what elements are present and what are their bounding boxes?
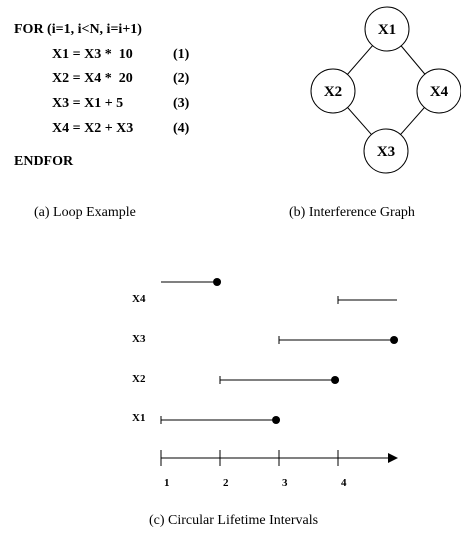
interval-x2-seg1-end-dot: [331, 376, 340, 384]
node-x4: [416, 68, 461, 114]
statement-3-text: X3 = X1 + 5: [52, 96, 124, 111]
statement-4-number: (4): [173, 121, 190, 136]
row-label-x2: X2: [132, 373, 146, 385]
node-label-x2: X2: [324, 84, 342, 100]
axis-tick-label-2: 2: [223, 477, 229, 489]
node-x2: [310, 68, 356, 114]
interval-x1-seg1-end-dot: [272, 416, 281, 424]
row-label-x4: X4: [132, 293, 146, 305]
node-label-x1: X1: [378, 22, 396, 38]
node-label-x3: X3: [377, 144, 395, 160]
axis-tick-label-4: 4: [341, 477, 347, 489]
node-label-x4: X4: [430, 84, 449, 100]
time-axis: 1 2 3 4: [160, 450, 398, 489]
statement-1-number: (1): [173, 47, 190, 62]
loop-footer: ENDFOR: [14, 154, 74, 169]
axis-tick-label-3: 3: [282, 477, 288, 489]
caption-interference-graph: (b) Interference Graph: [289, 205, 415, 220]
interval-x4-seg2-end-dot: [213, 278, 222, 286]
caption-loop-example: (a) Loop Example: [34, 205, 136, 220]
caption-circular-lifetime-intervals: (c) Circular Lifetime Intervals: [149, 513, 319, 528]
node-x3: [363, 128, 409, 174]
loop-header: FOR (i=1, i<N, i=i+1): [14, 22, 142, 37]
statement-2-number: (2): [173, 71, 190, 86]
row-label-x1: X1: [132, 412, 145, 424]
statement-4-text: X4 = X2 + X3: [52, 121, 134, 136]
statement-2-text: X2 = X4 * 20: [52, 71, 133, 86]
axis-arrow: [388, 453, 398, 463]
statement-1-text: X1 = X3 * 10: [52, 47, 133, 62]
axis-tick-label-1: 1: [164, 477, 170, 489]
node-x1: [364, 6, 410, 52]
statement-3-number: (3): [173, 96, 190, 111]
interval-x3-seg1-end-dot: [390, 336, 399, 344]
row-label-x3: X3: [132, 333, 146, 345]
